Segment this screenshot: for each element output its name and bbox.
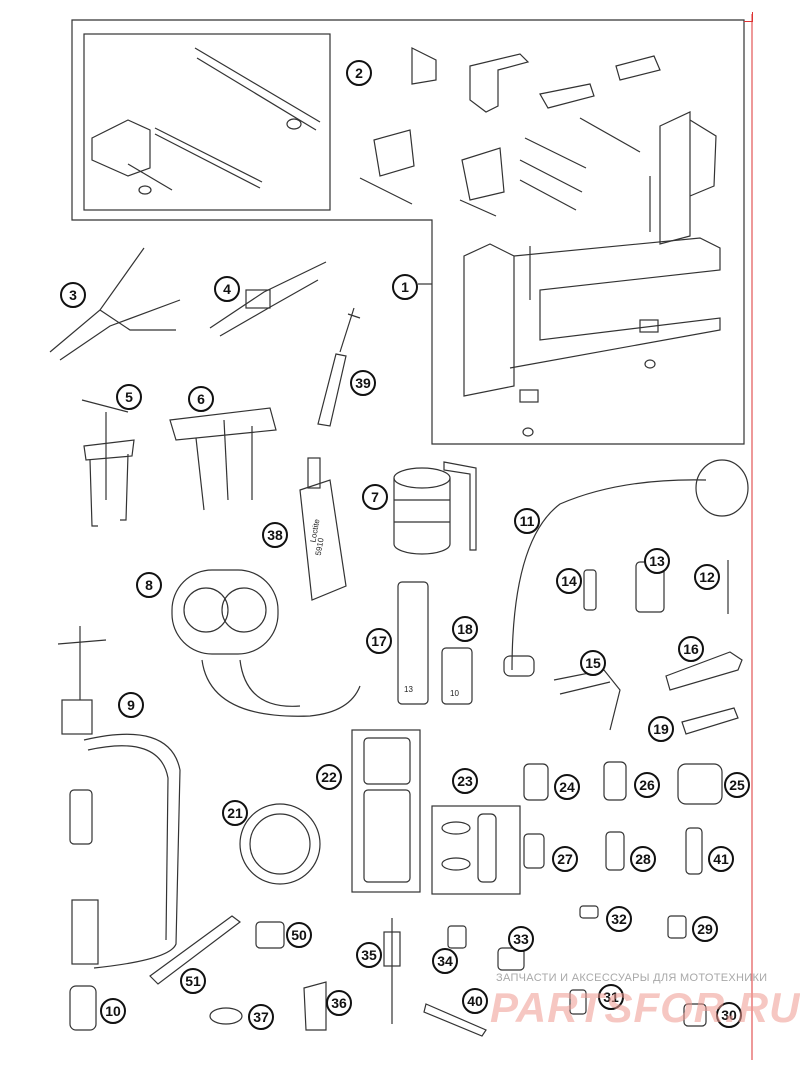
part-40-drawing	[423, 1003, 487, 1037]
callout-6: 6	[188, 386, 214, 412]
callout-28: 28	[630, 846, 656, 872]
callout-34: 34	[432, 948, 458, 974]
socket-17-print: 13	[404, 685, 413, 694]
part-23-drawing	[431, 805, 521, 895]
callout-3: 3	[60, 282, 86, 308]
part-50-drawing	[255, 921, 285, 949]
callout-51: 51	[180, 968, 206, 994]
watermark-logo: PARTSFOR.RU	[490, 984, 800, 1031]
group-1-outline	[71, 19, 745, 445]
callout-7: 7	[362, 484, 388, 510]
callout-32: 32	[606, 906, 632, 932]
part-26-drawing	[603, 761, 627, 801]
callout-39: 39	[350, 370, 376, 396]
part-10-drawing	[69, 985, 97, 1031]
part-41-drawing	[685, 827, 703, 875]
part-19-drawing	[681, 707, 739, 735]
callout-10: 10	[100, 998, 126, 1024]
callout-37: 37	[248, 1004, 274, 1030]
callout-21: 21	[222, 800, 248, 826]
part-25-drawing	[677, 763, 723, 805]
part-34-drawing	[447, 925, 467, 949]
part-7-drawing	[393, 461, 477, 555]
part-27-drawing	[523, 833, 545, 869]
callout-24: 24	[554, 774, 580, 800]
callout-1: 1	[392, 274, 418, 300]
part-4-drawing	[209, 261, 327, 337]
callout-22: 22	[316, 764, 342, 790]
callout-15: 15	[580, 650, 606, 676]
part-51-drawing	[149, 915, 241, 985]
callout-40: 40	[462, 988, 488, 1014]
part-37-drawing	[209, 1007, 243, 1025]
callout-9: 9	[118, 692, 144, 718]
part-28-drawing	[605, 831, 625, 871]
callout-35: 35	[356, 942, 382, 968]
callout-14: 14	[556, 568, 582, 594]
tube-38-print-2: 5910	[314, 537, 326, 557]
part-38-drawing	[299, 457, 347, 601]
corner-marker	[744, 12, 753, 22]
part-1-drawing	[359, 47, 721, 437]
callout-17: 17	[366, 628, 392, 654]
callout-23: 23	[452, 768, 478, 794]
callout-25: 25	[724, 772, 750, 798]
part-15-drawing	[553, 669, 621, 731]
part-3-drawing	[49, 247, 181, 361]
part-18-drawing	[441, 647, 473, 705]
part-8-drawing	[171, 569, 361, 717]
part-11-drawing	[503, 459, 749, 677]
callout-41: 41	[708, 846, 734, 872]
socket-18-print: 10	[450, 689, 459, 698]
part-22-drawing	[351, 729, 421, 893]
part-24-drawing	[523, 763, 549, 801]
part-6-drawing	[169, 407, 277, 511]
part-14-drawing	[583, 569, 597, 611]
part-35-drawing	[383, 918, 401, 1024]
callout-31: 31	[598, 984, 624, 1010]
callout-29: 29	[692, 916, 718, 942]
part-16-drawing	[665, 651, 743, 691]
callout-19: 19	[648, 716, 674, 742]
callout-30: 30	[716, 1002, 742, 1028]
callout-4: 4	[214, 276, 240, 302]
callout-16: 16	[678, 636, 704, 662]
callout-2: 2	[346, 60, 372, 86]
callout-11: 11	[514, 508, 540, 534]
callout-36: 36	[326, 990, 352, 1016]
callout-5: 5	[116, 384, 142, 410]
part-29-drawing	[667, 915, 687, 939]
callout-33: 33	[508, 926, 534, 952]
part-39-drawing	[317, 307, 361, 427]
group-2-outline	[83, 33, 331, 211]
callout-12: 12	[694, 564, 720, 590]
part-5-drawing	[81, 399, 135, 527]
callout-50: 50	[286, 922, 312, 948]
callout-26: 26	[634, 772, 660, 798]
part-21-drawing	[239, 803, 321, 885]
part-17-drawing	[397, 581, 429, 705]
part-30-drawing	[683, 1003, 707, 1027]
callout-38: 38	[262, 522, 288, 548]
tube-38-print-1: Loctite	[309, 518, 322, 543]
part-31-drawing	[569, 989, 587, 1015]
callout-27: 27	[552, 846, 578, 872]
part-36-drawing	[303, 981, 327, 1031]
part-2-drawing	[91, 47, 321, 195]
callout-13: 13	[644, 548, 670, 574]
callout-18: 18	[452, 616, 478, 642]
part-9-drawing	[57, 626, 181, 969]
watermark-caption: ЗАПЧАСТИ И АКСЕССУАРЫ ДЛЯ МОТОТЕХНИКИ	[496, 972, 768, 984]
callout-8: 8	[136, 572, 162, 598]
part-32-drawing	[579, 905, 599, 919]
